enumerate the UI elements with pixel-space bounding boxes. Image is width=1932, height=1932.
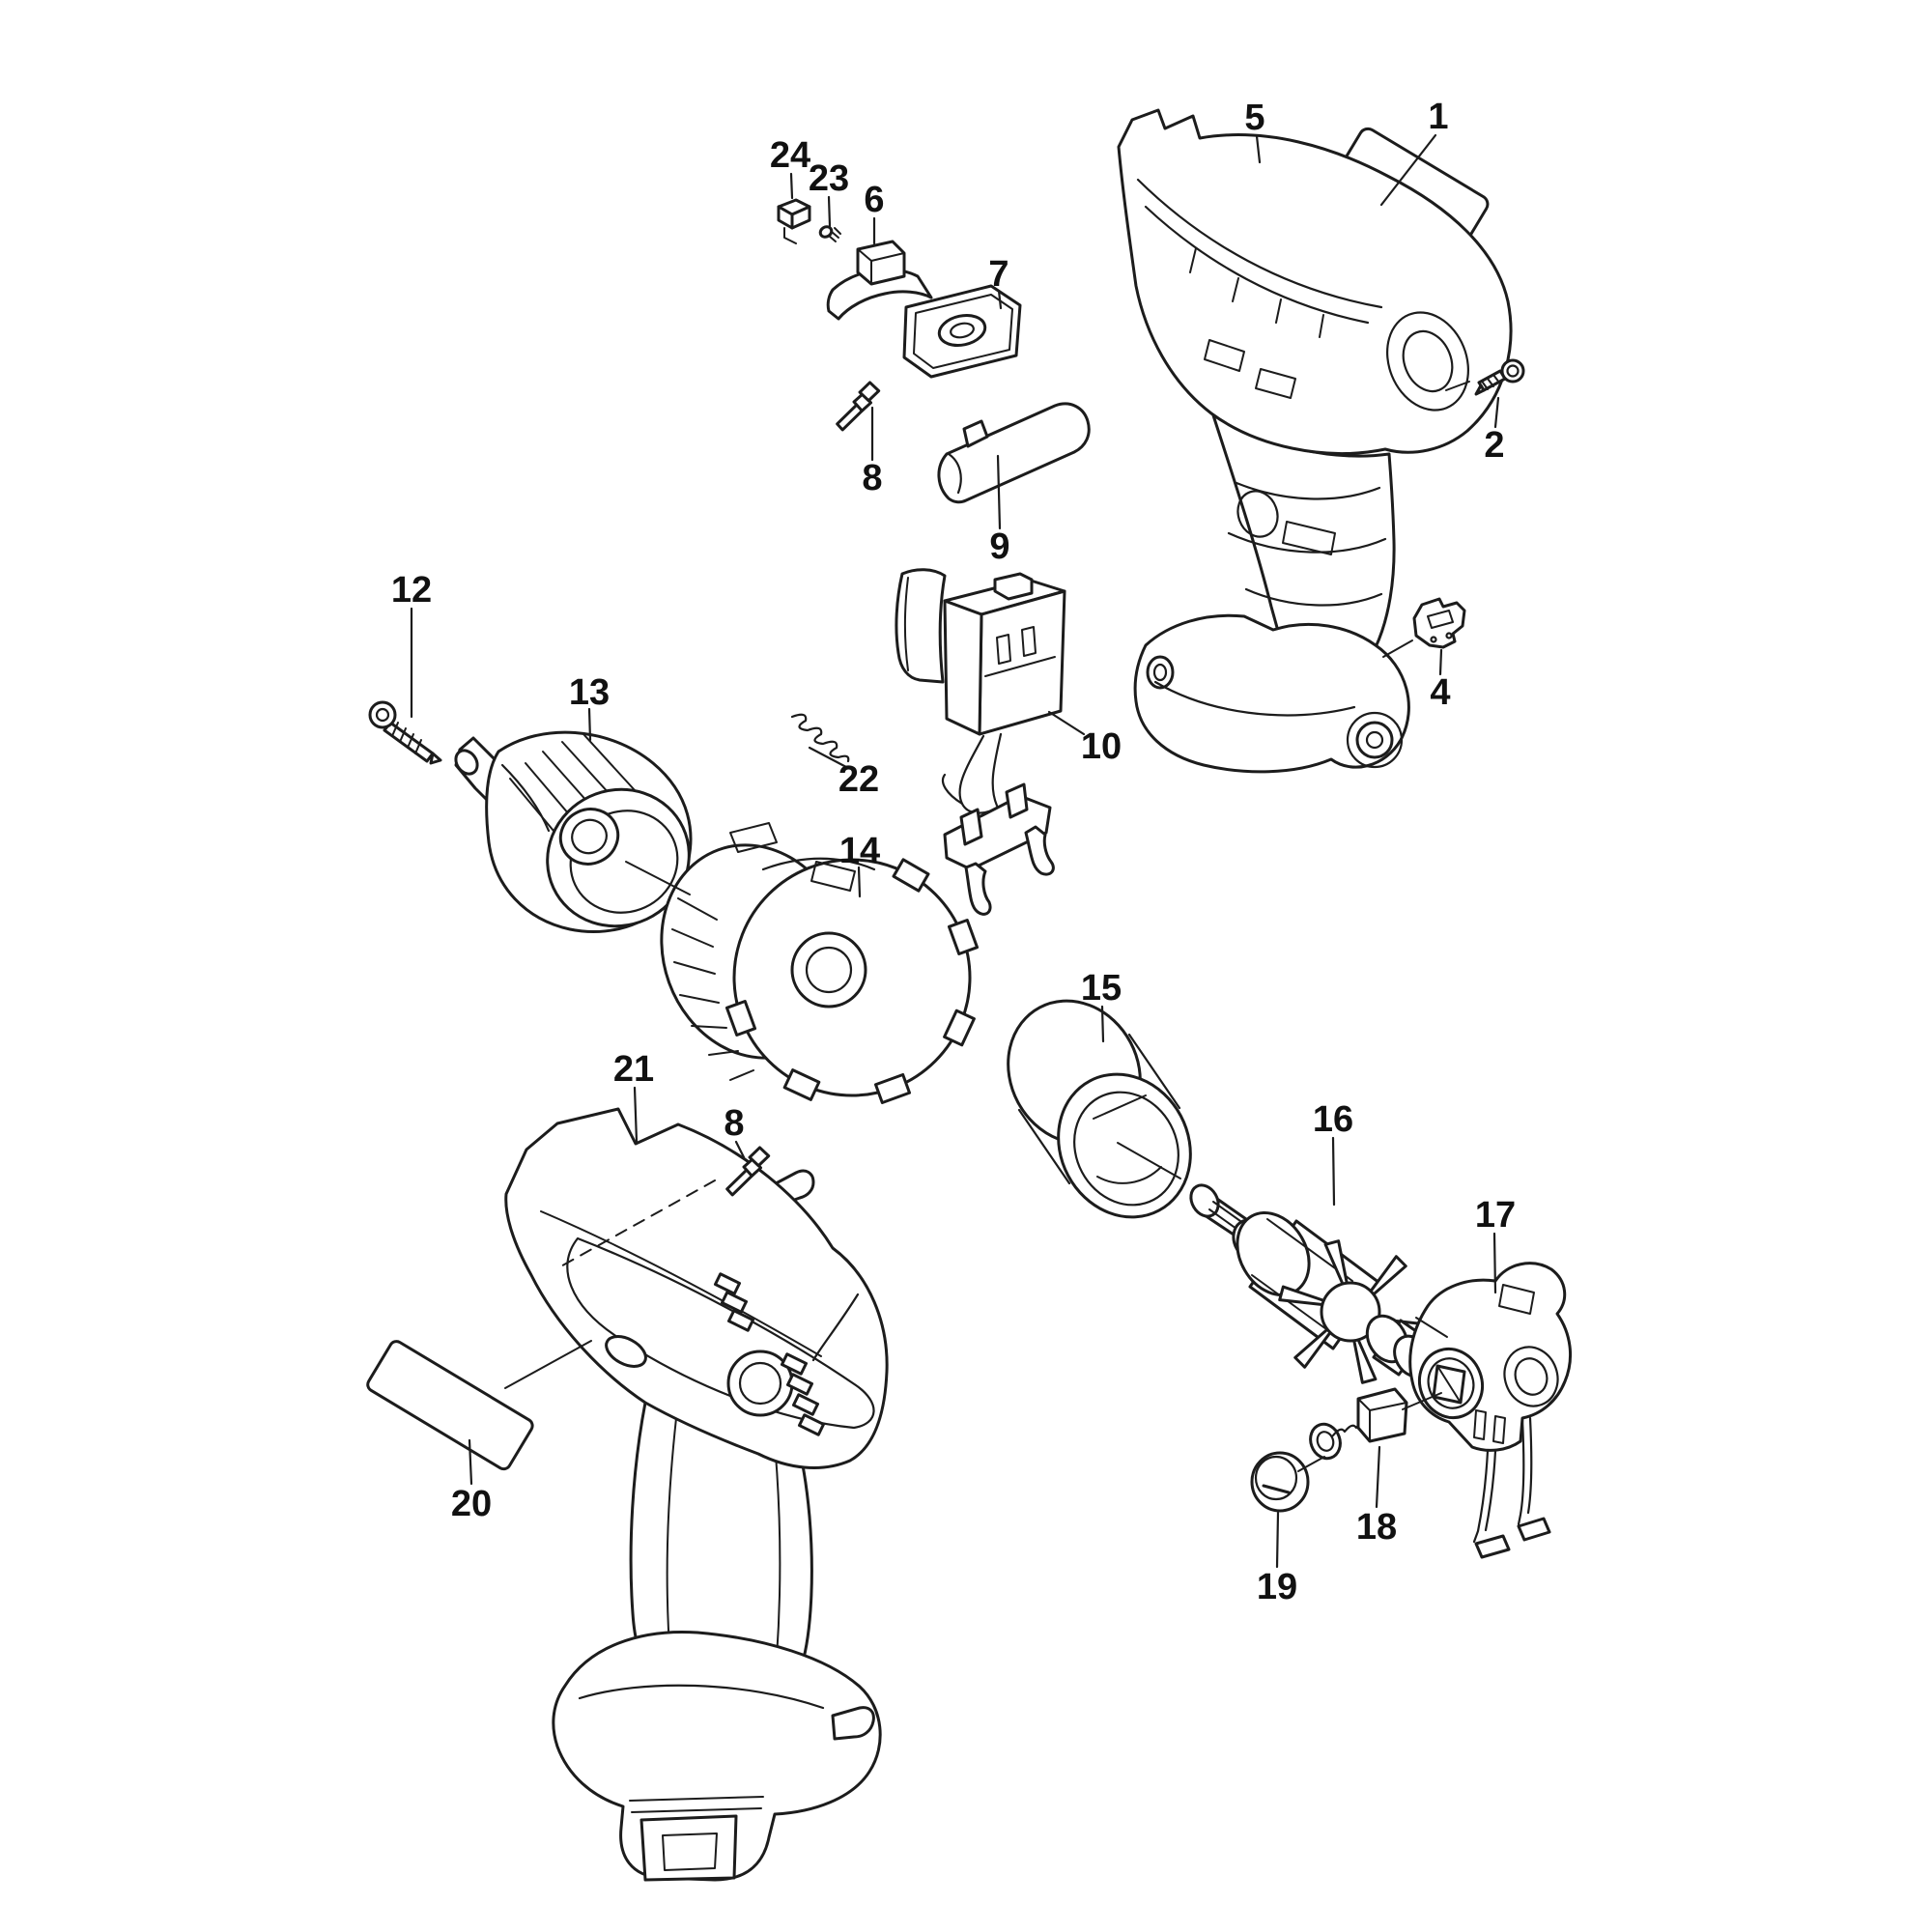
part-number-name-plate: 1: [1428, 97, 1448, 137]
part-4-hook-clip: [1412, 597, 1466, 649]
part-19-brush-cap: [1250, 1451, 1310, 1513]
connector-line-0: [504, 1340, 592, 1389]
leader-button: [789, 172, 794, 200]
part-number-contact-rod: 9: [989, 526, 1009, 567]
leader-name-plate: [1379, 133, 1437, 207]
part-number-gear-assembly: 14: [839, 831, 880, 871]
leader-end-bracket: [1492, 1232, 1497, 1294]
part-20-caution-label: [366, 1340, 534, 1471]
leader-switch-plate: [997, 289, 1003, 310]
part-8-pin-upper: [836, 381, 881, 432]
leader-gear-assembly: [857, 866, 862, 898]
leader-brush-cap: [1275, 1511, 1280, 1569]
part-16-armature: [1189, 1183, 1445, 1384]
connector-lines: [504, 381, 1470, 1472]
part-24-button: [777, 198, 811, 244]
connector-line-1: [1445, 381, 1470, 391]
leader-hook-clip: [1438, 648, 1443, 676]
part-6-lock-lever: [826, 240, 933, 321]
part-number-motor-sleeve: 15: [1081, 968, 1122, 1009]
connector-line-3: [625, 861, 691, 895]
connector-line-7: [1297, 1456, 1325, 1472]
part-number-button: 24: [770, 135, 810, 176]
leader-pin-lower: [734, 1140, 746, 1159]
part-number-brush-cap: 19: [1257, 1567, 1297, 1607]
part-9-contact-rod: [937, 402, 1091, 504]
leader-housing-half-rear: [1255, 134, 1262, 164]
part-number-switch-plate: 7: [988, 254, 1009, 295]
part-15-motor-sleeve: [1007, 999, 1192, 1219]
part-number-housing-half-rear: 5: [1244, 98, 1264, 138]
part-number-spring: 22: [838, 759, 879, 800]
leader-switch-assembly: [1047, 710, 1086, 736]
part-22-spring: [790, 713, 850, 763]
part-number-housing-half-front: 21: [613, 1049, 654, 1090]
connector-line-8: [556, 1179, 716, 1269]
part-13-drill-chuck: [454, 730, 693, 933]
part-number-armature: 16: [1313, 1099, 1353, 1140]
part-number-hook-clip: 4: [1430, 672, 1450, 713]
leader-spring: [808, 746, 848, 769]
part-5-rear-housing: [1117, 108, 1513, 774]
leader-carbon-brush: [1375, 1445, 1381, 1509]
part-number-carbon-brush: 18: [1356, 1507, 1397, 1548]
part-12-long-screw: [368, 700, 442, 765]
part-2-tapping-screw: [1474, 358, 1525, 396]
leader-caution-label: [468, 1438, 473, 1486]
part-23-small-screw: [818, 225, 841, 242]
part-14-gear-assembly: [660, 822, 980, 1211]
part-number-caution-label: 20: [451, 1484, 492, 1524]
part-number-lock-lever: 6: [864, 180, 884, 220]
leader-screw-small: [827, 195, 832, 228]
part-17-end-bracket: [1408, 1262, 1572, 1559]
part-21-front-housing: [504, 1107, 889, 1882]
part-number-pin-lower: 8: [724, 1103, 744, 1144]
leader-contact-rod: [996, 454, 1002, 530]
part-number-switch-assembly: 10: [1081, 726, 1122, 767]
connector-line-4: [1117, 1142, 1181, 1179]
part-7-switch-plate: [902, 284, 1022, 379]
leader-lines: [410, 133, 1500, 1569]
part-8-pin-lower: [725, 1146, 771, 1197]
part-number-screw-long: 12: [391, 570, 432, 611]
part-18-carbon-brush: [1309, 1387, 1408, 1461]
leader-motor-sleeve: [1100, 1005, 1105, 1043]
leader-drill-chuck: [587, 707, 592, 742]
leader-housing-half-front: [633, 1086, 639, 1144]
part-number-pin-upper: 8: [862, 458, 882, 498]
connector-line-2: [1382, 639, 1413, 658]
connector-line-5: [1415, 1317, 1448, 1338]
leader-tapping-screw: [1493, 396, 1500, 429]
part-10-switch-assembly: [895, 568, 1066, 916]
part-number-tapping-screw: 2: [1484, 425, 1504, 466]
part-number-drill-chuck: 13: [569, 672, 610, 713]
part-number-end-bracket: 17: [1475, 1195, 1516, 1236]
part-number-screw-small: 23: [809, 158, 849, 199]
leader-armature: [1331, 1136, 1336, 1207]
connector-line-6: [1402, 1392, 1442, 1410]
